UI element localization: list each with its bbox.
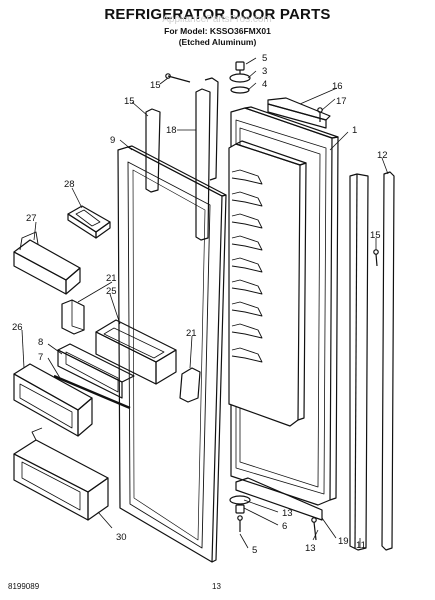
callout-27: 27 [26, 213, 37, 224]
door-bin-medium-part [13, 363, 93, 437]
trim-rod-part [381, 171, 395, 551]
watermark-logo: AppliancePartsPros.com [162, 14, 272, 25]
breaker-strip-part [145, 77, 219, 241]
model-line: For Model: KSSO36FMX01 [164, 26, 271, 36]
callout-17: 15 [124, 96, 135, 107]
door-liner-part [228, 140, 307, 427]
callout-5-top: 5 [262, 53, 267, 64]
callout-21-left: 21 [106, 273, 117, 284]
callout-9: 9 [110, 135, 115, 146]
screw-part [165, 73, 379, 267]
leader-lines [21, 57, 389, 549]
watermark-text: AppliancePartsPros.com [162, 14, 272, 25]
callout-7: 7 [38, 352, 43, 363]
callout-16: 16 [332, 81, 343, 92]
page-title: REFRIGERATOR DOOR PARTS [104, 6, 331, 23]
callout-4: 4 [262, 79, 267, 90]
dairy-cover-part [67, 205, 111, 239]
hinge-cover-part [267, 97, 331, 129]
door-gasket-part [117, 145, 227, 563]
door-bin-small-part [13, 231, 81, 295]
shelf-bracket-part [61, 299, 85, 335]
callout-3: 3 [262, 66, 267, 77]
callout-labels: 5 3 4 15 16 17 15 18 9 1 12 28 27 15 21 … [12, 53, 388, 556]
callout-13-upper: 13 [282, 508, 293, 519]
housing-part [95, 319, 177, 385]
door-bin-large-part [13, 427, 109, 521]
door-trim-part [349, 173, 369, 551]
callout-6: 6 [282, 521, 287, 532]
callout-11: 11 [356, 540, 366, 551]
callout-15-top-left: 15 [150, 80, 161, 91]
page-number: 13 [212, 582, 221, 591]
callout-26: 26 [12, 322, 23, 333]
rod-part [53, 374, 131, 410]
callout-12: 12 [377, 150, 388, 161]
top-hinge-part [229, 61, 251, 94]
document-number: 8199089 [8, 582, 40, 591]
callout-5-bottom: 5 [252, 545, 257, 556]
callout-28: 28 [64, 179, 75, 190]
callout-8: 8 [38, 337, 43, 348]
callout-19: 19 [338, 536, 349, 547]
callout-1: 1 [352, 125, 357, 136]
callout-18: 18 [166, 125, 177, 136]
callout-25: 25 [106, 286, 117, 297]
shelf-bracket-part-right [179, 367, 201, 403]
callout-21-right: 21 [186, 328, 197, 339]
door-frame-part [57, 343, 135, 399]
bottom-hinge-part [229, 477, 323, 541]
callout-13-lower: 13 [305, 543, 316, 554]
callout-30: 30 [116, 532, 127, 543]
callout-15-top-right: 17 [336, 96, 347, 107]
callout-15-right: 15 [370, 230, 381, 241]
finish-line: (Etched Aluminum) [178, 37, 257, 47]
